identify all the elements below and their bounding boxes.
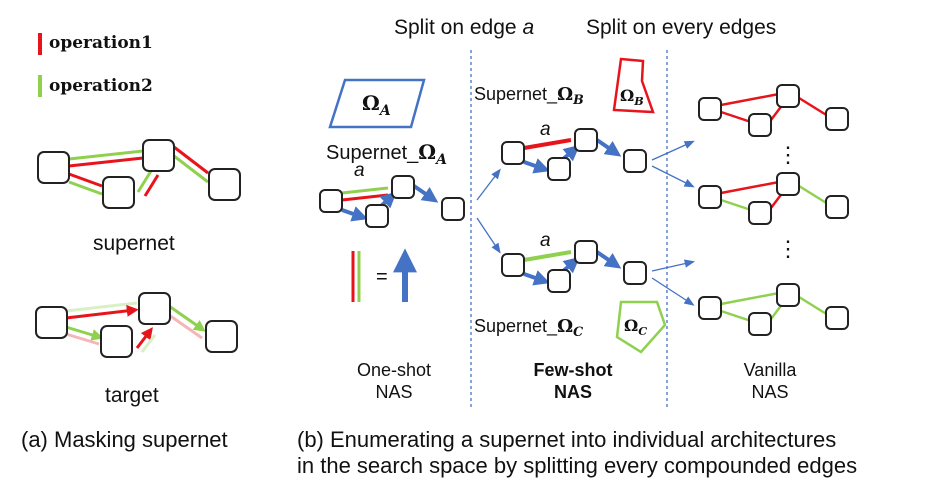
vertical-ellipsis: ⋮	[777, 236, 799, 261]
node	[698, 296, 722, 320]
vanilla-arch-3	[698, 283, 849, 336]
node	[441, 197, 465, 221]
target-label: target	[105, 384, 159, 407]
node	[776, 283, 800, 307]
node	[501, 253, 525, 277]
node	[748, 201, 772, 225]
few-shot-graph-c	[501, 240, 647, 293]
node	[547, 269, 571, 293]
node	[391, 175, 415, 199]
split-arrow	[651, 277, 695, 306]
node	[825, 195, 849, 219]
split-arrow	[651, 165, 695, 188]
header-split-every-edges: Split on every edges	[586, 16, 777, 39]
node	[623, 149, 647, 173]
split-arrow	[651, 259, 696, 272]
omega-a-label: ΩA	[362, 91, 391, 119]
node	[205, 320, 238, 353]
node	[623, 261, 647, 285]
omega-c-shape	[615, 300, 667, 354]
omega-c-label: ΩC	[624, 316, 648, 338]
node	[748, 113, 772, 137]
supernet-label: supernet	[93, 232, 175, 255]
node	[776, 172, 800, 196]
node	[37, 151, 70, 184]
node	[365, 204, 389, 228]
caption-b-line2: in the search space by splitting every c…	[297, 453, 858, 478]
caption-a: (a) Masking supernet	[21, 427, 228, 452]
node	[501, 141, 525, 165]
vanilla-arch-2	[698, 172, 849, 225]
node	[825, 306, 849, 330]
split-arrow	[476, 168, 501, 201]
edge-a-label: a	[540, 119, 551, 140]
vanilla-arch-1	[698, 84, 849, 137]
node	[698, 185, 722, 209]
node	[574, 128, 598, 152]
node	[574, 240, 598, 264]
few-shot-graph-b	[501, 128, 647, 181]
target-graph	[35, 292, 238, 358]
node	[547, 157, 571, 181]
node	[100, 325, 133, 358]
node	[208, 168, 241, 201]
vertical-ellipsis: ⋮	[777, 142, 799, 167]
equals-sign: =	[376, 266, 388, 288]
node	[748, 312, 772, 336]
edge-a-label: a	[354, 160, 365, 181]
omega-b-label: ΩB	[620, 86, 644, 108]
supernet-graph	[37, 139, 241, 209]
one-shot-graph	[319, 175, 465, 228]
split-arrow	[476, 217, 501, 254]
split-arrow	[651, 140, 695, 161]
caption-b-line1: (b) Enumerating a supernet into individu…	[297, 427, 837, 452]
omega-b-shape	[612, 57, 655, 114]
node	[698, 97, 722, 121]
edge-a-label: a	[540, 230, 551, 251]
legend-operation1: operation1	[49, 33, 153, 53]
supernet-omega-b-label: Supernet_ΩB	[474, 84, 584, 108]
omega-a-shape	[328, 78, 426, 129]
node	[35, 306, 68, 339]
node	[142, 139, 175, 172]
supernet-omega-c-label: Supernet_ΩC	[474, 316, 584, 340]
node	[319, 189, 343, 213]
supernet-omega-a-label: Supernet_ΩA	[326, 140, 447, 168]
node	[138, 292, 171, 325]
legend-operation2: operation2	[49, 76, 153, 96]
header-split-edge-a: Split on edge a	[394, 16, 535, 39]
node	[776, 84, 800, 108]
node	[102, 176, 135, 209]
node	[825, 107, 849, 131]
